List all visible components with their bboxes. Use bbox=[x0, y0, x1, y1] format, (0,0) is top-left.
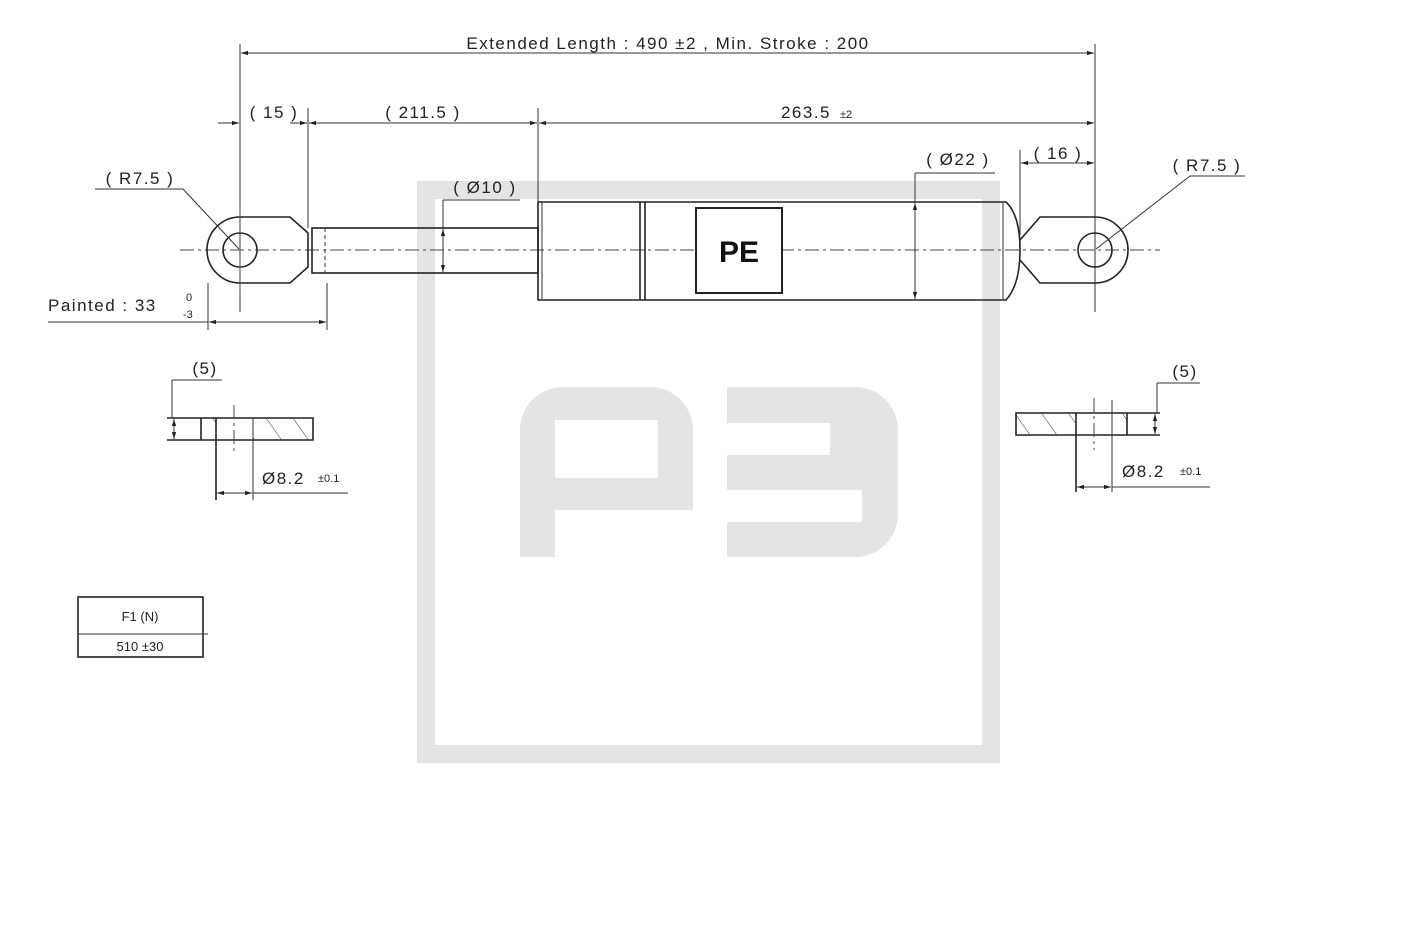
painted-length-label: Painted : 33 bbox=[48, 296, 157, 315]
painted-tolerance-lower: -3 bbox=[183, 309, 193, 321]
force-table-value: 510 ±30 bbox=[117, 639, 164, 654]
cylinder-body bbox=[537, 201, 1021, 301]
left-eye-section bbox=[167, 379, 348, 500]
body-diameter-label: ( Ø22 ) bbox=[926, 150, 989, 169]
watermark-letter-e bbox=[727, 387, 898, 557]
dim-body-length: 263.5 bbox=[781, 103, 831, 122]
right-eye-fitting bbox=[1019, 216, 1129, 284]
overall-dimension-label: Extended Length : 490 ±2 , Min. Stroke :… bbox=[466, 34, 869, 53]
hole-left-tolerance: ±0.1 bbox=[318, 473, 339, 485]
watermark-letter-p bbox=[520, 387, 693, 557]
watermark-frame bbox=[417, 181, 1000, 763]
hole-right-tolerance: ±0.1 bbox=[1180, 466, 1201, 478]
radius-right-label: ( R7.5 ) bbox=[1173, 156, 1242, 175]
radius-left-label: ( R7.5 ) bbox=[106, 169, 175, 188]
dim-body-tolerance: ±2 bbox=[840, 109, 852, 121]
dim-eye-left: ( 15 ) bbox=[250, 103, 299, 122]
left-eye-fitting bbox=[206, 205, 309, 295]
thickness-left-label: (5) bbox=[192, 359, 217, 378]
rod-diameter-label: ( Ø10 ) bbox=[453, 178, 516, 197]
force-table-header: F1 (N) bbox=[122, 609, 159, 624]
dim-rod-length: ( 211.5 ) bbox=[385, 103, 461, 122]
thickness-right-label: (5) bbox=[1172, 362, 1197, 381]
painted-tolerance-upper: 0 bbox=[186, 292, 192, 304]
hole-right-label: Ø8.2 bbox=[1122, 462, 1165, 481]
dim-eye-right: ( 16 ) bbox=[1034, 144, 1083, 163]
hole-left-label: Ø8.2 bbox=[262, 469, 305, 488]
brand-logo: PE bbox=[695, 207, 783, 294]
force-table: F1 (N) 510 ±30 bbox=[77, 596, 208, 658]
watermark-logo bbox=[417, 181, 1000, 763]
brand-logo-text: PE bbox=[719, 236, 759, 269]
right-eye-section bbox=[1015, 382, 1210, 492]
